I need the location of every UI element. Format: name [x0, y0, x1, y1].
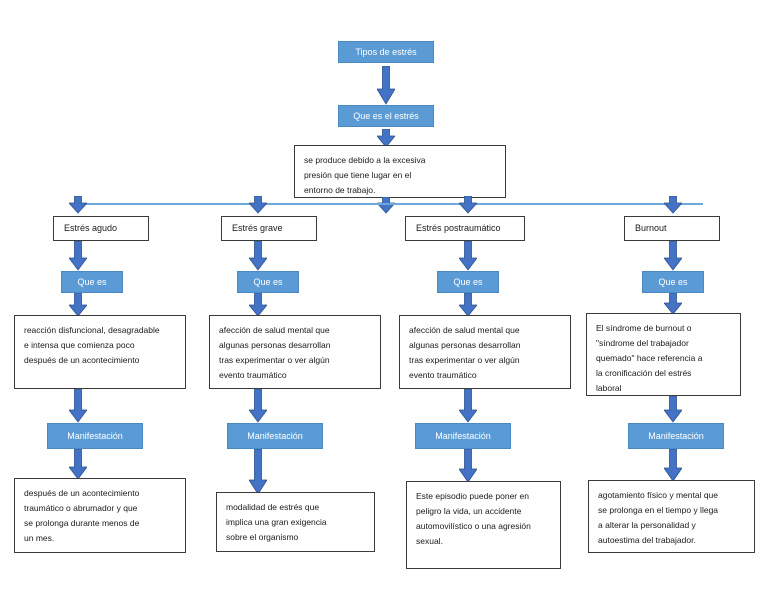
node-manifestacion-estres-grave[interactable]: Manifestación [227, 423, 323, 449]
node-label: Manifestación [247, 431, 303, 441]
node-label: Manifestación [648, 431, 704, 441]
arrow-quees-1-to-text-1 [69, 293, 87, 317]
arrow-type-1-to-quees-1 [69, 241, 87, 271]
arrow-text-4-to-manifestacion-4 [664, 396, 682, 423]
node-text: afección de salud mental que algunas per… [409, 325, 521, 380]
arrow-text-2-to-manifestacion-2 [249, 389, 267, 423]
node-label: Burnout [635, 222, 667, 233]
arrow-type-2-to-quees-2 [249, 241, 267, 271]
node-texto-manifestacion-estres-agudo[interactable]: después de un acontecimiento traumático … [14, 478, 186, 553]
node-label: Que es [453, 277, 483, 287]
arrow-subroot-to-definition [377, 129, 395, 148]
arrow-manifestacion-3-to-text [459, 449, 477, 483]
node-label: Que es [658, 277, 688, 287]
arrow-root-to-subroot [377, 66, 395, 105]
arrow-distributor-to-type-1 [69, 196, 87, 214]
arrow-quees-4-to-text-4 [664, 293, 682, 315]
node-manifestacion-burnout[interactable]: Manifestación [628, 423, 724, 449]
node-label: Estrés agudo [64, 222, 118, 233]
node-quees-estres-agudo[interactable]: Que es [61, 271, 123, 293]
node-label: Manifestación [67, 431, 123, 441]
node-tipos-de-estres[interactable]: Tipos de estrés [338, 41, 434, 63]
node-text: después de un acontecimiento traumático … [24, 488, 140, 543]
arrow-manifestacion-1-to-text [69, 449, 87, 480]
node-tipo-estres-postraumatico[interactable]: Estrés postraumático [405, 216, 525, 241]
arrow-distributor-to-type-4 [664, 196, 682, 214]
node-texto-quees-estres-postraumatico[interactable]: afección de salud mental que algunas per… [399, 315, 571, 389]
node-label: Que es [77, 277, 107, 287]
node-label: Manifestación [435, 431, 491, 441]
node-text: modalidad de estrés que implica una gran… [226, 502, 327, 542]
node-label: Tipos de estrés [355, 47, 417, 57]
arrow-text-3-to-manifestacion-3 [459, 389, 477, 423]
node-texto-manifestacion-estres-grave[interactable]: modalidad de estrés que implica una gran… [216, 492, 375, 552]
node-texto-manifestacion-estres-postraumatico[interactable]: Este episodio puede poner en peligro la … [406, 481, 561, 569]
node-label: Estrés grave [232, 222, 283, 233]
node-manifestacion-estres-postraumatico[interactable]: Manifestación [415, 423, 511, 449]
node-quees-estres-grave[interactable]: Que es [237, 271, 299, 293]
arrow-quees-2-to-text-2 [249, 293, 267, 317]
arrow-manifestacion-2-to-text [249, 449, 267, 495]
node-definicion-estres[interactable]: se produce debido a la excesiva presión … [294, 145, 506, 198]
arrow-quees-3-to-text-3 [459, 293, 477, 317]
node-tipo-estres-grave[interactable]: Estrés grave [221, 216, 317, 241]
node-texto-quees-estres-grave[interactable]: afección de salud mental que algunas per… [209, 315, 381, 389]
arrow-distributor-to-type-2 [249, 196, 267, 214]
node-quees-burnout[interactable]: Que es [642, 271, 704, 293]
node-quees-estres-postraumatico[interactable]: Que es [437, 271, 499, 293]
arrow-distributor-to-type-3 [459, 196, 477, 214]
arrow-manifestacion-4-to-text [664, 449, 682, 482]
node-text: agotamiento físico y mental que se prolo… [598, 490, 719, 545]
node-texto-manifestacion-burnout[interactable]: agotamiento físico y mental que se prolo… [588, 480, 755, 553]
node-que-es-el-estres[interactable]: Que es el estrés [338, 105, 434, 127]
node-label: Que es [253, 277, 283, 287]
arrow-definition-to-distributor [377, 197, 395, 214]
node-text: afección de salud mental que algunas per… [219, 325, 331, 380]
node-tipo-burnout[interactable]: Burnout [624, 216, 720, 241]
node-text: El síndrome de burnout o "síndrome del t… [596, 323, 703, 393]
arrow-text-1-to-manifestacion-1 [69, 389, 87, 423]
node-texto-quees-burnout[interactable]: El síndrome de burnout o "síndrome del t… [586, 313, 741, 396]
node-text: reacción disfuncional, desagradable e in… [24, 325, 160, 365]
arrow-type-3-to-quees-3 [459, 241, 477, 271]
node-tipo-estres-agudo[interactable]: Estrés agudo [53, 216, 149, 241]
node-text: se produce debido a la excesiva presión … [304, 155, 426, 195]
arrow-type-4-to-quees-4 [664, 241, 682, 271]
node-text: Este episodio puede poner en peligro la … [416, 491, 531, 546]
node-label: Que es el estrés [353, 111, 419, 121]
node-texto-quees-estres-agudo[interactable]: reacción disfuncional, desagradable e in… [14, 315, 186, 389]
node-manifestacion-estres-agudo[interactable]: Manifestación [47, 423, 143, 449]
node-label: Estrés postraumático [416, 222, 501, 233]
distributor-connector-line [78, 203, 703, 205]
